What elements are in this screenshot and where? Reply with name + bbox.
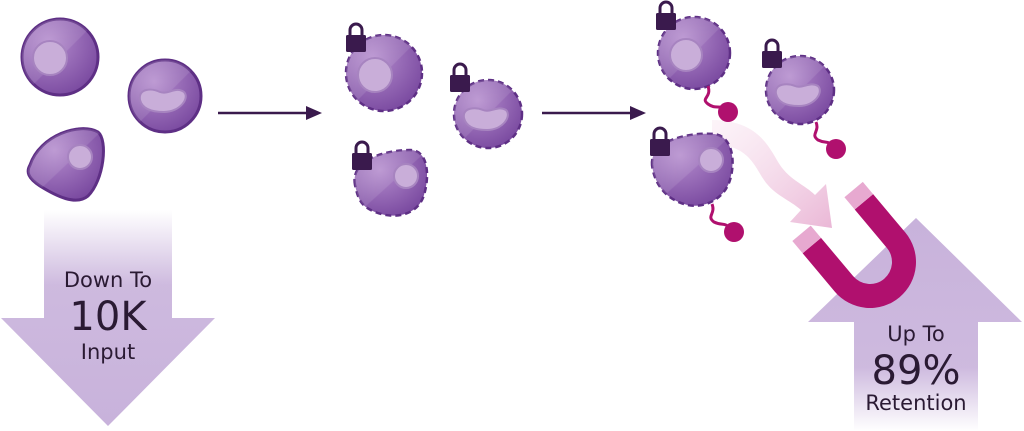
magnetic-bead-icon [718,102,738,122]
magnetic-bead-icon [826,139,846,159]
cell-icon [764,54,836,126]
magnetic-bead-icon [724,222,744,242]
cell-icon [20,17,100,97]
input-down-arrow: Down To 10K Input [1,210,215,426]
cell-icon [127,58,203,134]
lock-icon [760,38,784,70]
arrow-right-icon [542,106,646,120]
input-value: 10K [69,294,148,340]
retention-value: 89% [872,348,961,394]
cell-icon [650,132,734,207]
retention-label-line3: Retention [865,391,966,415]
input-label-line3: Input [81,340,135,364]
lock-icon [448,62,472,94]
input-label-line1: Down To [64,268,152,292]
cell-icon [26,127,105,202]
bead-linker [709,203,732,230]
magnet-icon [792,181,916,308]
arrow-right-icon [218,106,322,120]
retention-label-line1: Up To [887,322,944,346]
cell-icon [452,78,524,150]
flow-to-magnet-arrow [712,120,832,228]
stage-bead-cells [648,0,846,242]
stage-locked-cells [344,22,524,217]
lock-icon [654,0,678,32]
cell-icon [344,33,424,113]
lock-icon [344,22,368,54]
retention-up-arrow: Up To 89% Retention [808,218,1022,431]
stage-input-cells [20,17,203,202]
cell-icon [656,15,732,91]
lock-icon [350,140,374,172]
cell-icon [353,148,429,217]
lock-icon [648,126,672,158]
